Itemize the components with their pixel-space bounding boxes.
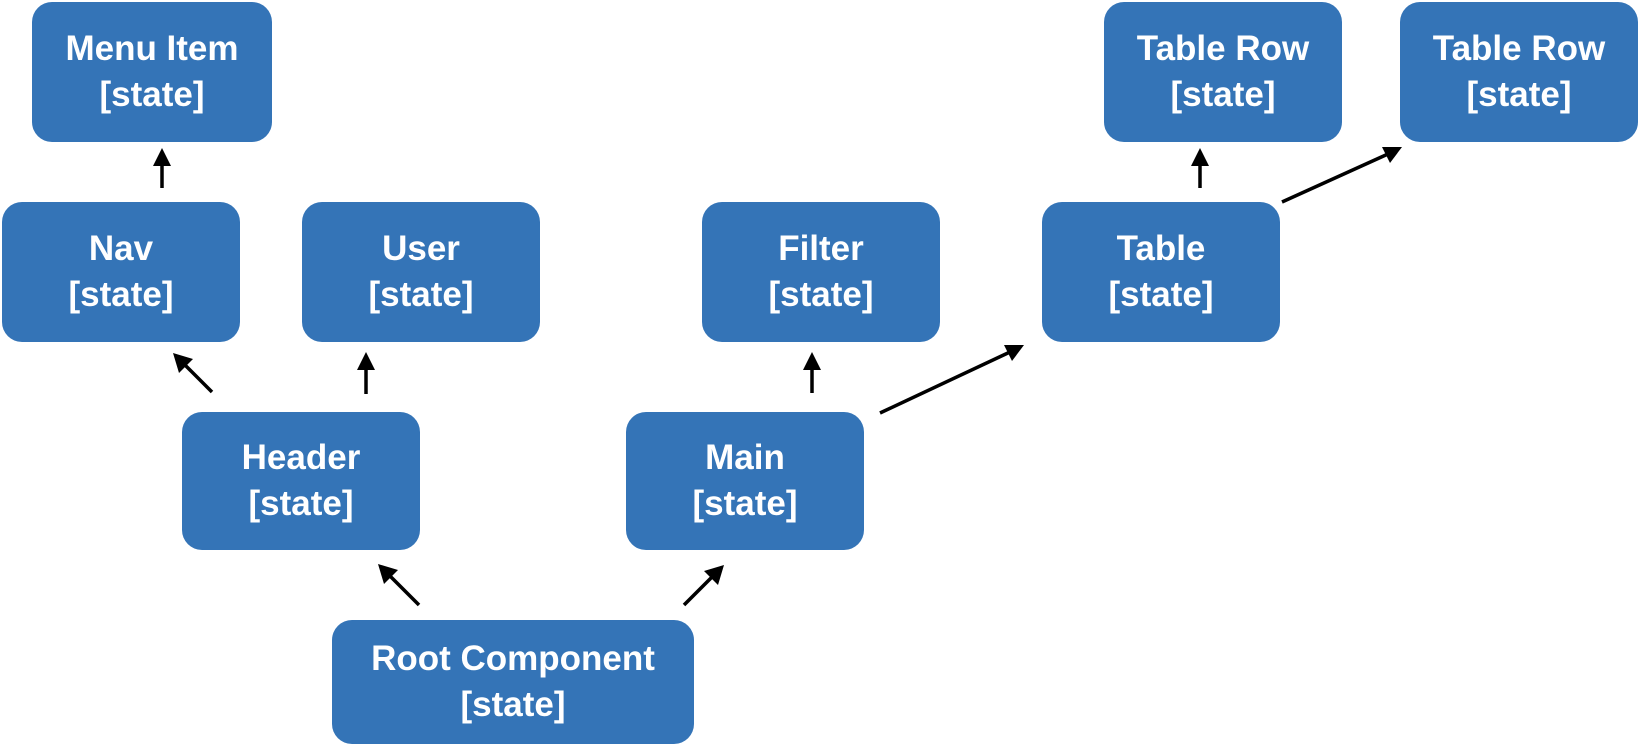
arrowhead-root-main [704,565,724,585]
arrowhead-nav-menu-item [153,148,171,166]
node-table-row-2: Table Row [state] [1400,2,1638,142]
node-table-row-2-title: Table Row [1432,29,1606,68]
node-table-row-2-state: [state] [1466,75,1572,114]
node-main-title: Main [705,438,785,477]
node-menu-item-state: [state] [99,75,205,114]
arrowhead-table-table-row-2 [1382,147,1402,163]
node-table-row-1-title: Table Row [1136,29,1310,68]
node-root-component-state: [state] [460,685,566,724]
edge-root-main [682,571,718,607]
node-user: User [state] [302,202,540,342]
edge-table-table-row-2 [1281,152,1389,204]
node-table-state: [state] [1108,275,1214,314]
node-table-row-1-state: [state] [1170,75,1276,114]
arrowhead-header-nav [173,353,193,373]
node-main: Main [state] [626,412,864,550]
edge-main-table [879,350,1011,415]
node-nav-state: [state] [68,275,174,314]
arrowhead-table-table-row-1 [1191,148,1209,166]
node-nav-title: Nav [88,229,154,268]
node-root-component: Root Component [state] [332,620,694,744]
node-header-title: Header [241,438,361,477]
node-menu-item-title: Menu Item [65,29,239,68]
node-user-title: User [382,229,460,268]
node-header: Header [state] [182,412,420,550]
node-filter: Filter [state] [702,202,940,342]
node-table-title: Table [1116,229,1206,268]
node-user-state: [state] [368,275,474,314]
arrowhead-main-table [1004,345,1024,361]
node-main-state: [state] [692,484,798,523]
node-menu-item: Menu Item [state] [32,2,272,142]
node-filter-title: Filter [778,229,864,268]
arrowhead-root-header [378,564,398,584]
node-table: Table [state] [1042,202,1280,342]
node-nav: Nav [state] [2,202,240,342]
arrowhead-header-user [357,352,375,370]
node-filter-state: [state] [768,275,874,314]
node-root-component-title: Root Component [371,639,655,678]
node-table-row-1: Table Row [state] [1104,2,1342,142]
arrowhead-main-filter [803,352,821,370]
node-header-state: [state] [248,484,354,523]
